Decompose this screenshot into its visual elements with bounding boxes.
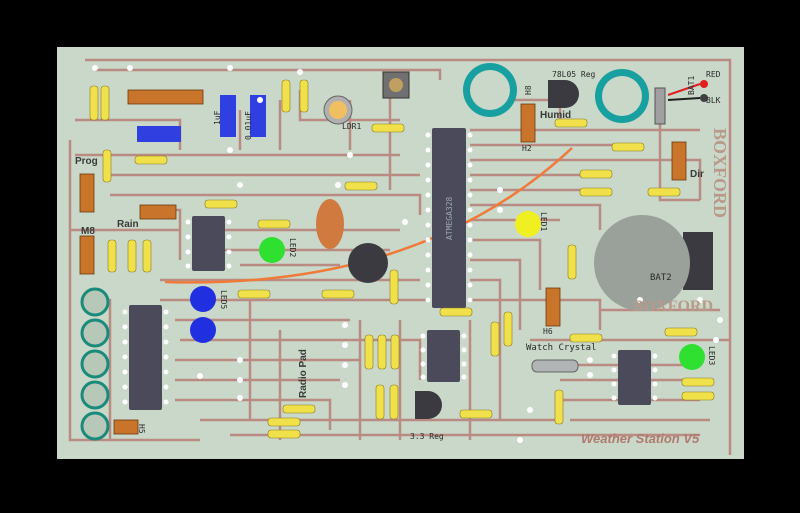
brand-boxford-right: BOXFORD bbox=[710, 128, 730, 218]
label-humid: Humid bbox=[540, 110, 572, 121]
board-title: Weather Station V5 bbox=[581, 431, 700, 446]
label-prog: Prog bbox=[75, 156, 98, 167]
label-rain: Rain bbox=[117, 219, 139, 230]
ldr-sensor bbox=[323, 95, 353, 125]
capacitors bbox=[137, 63, 649, 249]
resistors bbox=[89, 79, 715, 439]
label-bat2: BAT2 bbox=[650, 273, 672, 283]
label-blk: BLK bbox=[706, 96, 721, 105]
label-led1: LED1 bbox=[539, 212, 548, 232]
label-h8: H8 bbox=[524, 85, 533, 95]
copper-traces bbox=[68, 58, 732, 455]
label-led3: LED3 bbox=[707, 346, 716, 366]
label-red: RED bbox=[706, 70, 721, 79]
battery-bat2 bbox=[594, 215, 713, 311]
watch-crystal bbox=[531, 359, 579, 373]
label-h2: H2 bbox=[522, 144, 532, 153]
misc-pads bbox=[92, 65, 723, 443]
label-cap-001uf: 0.01uF bbox=[244, 111, 253, 140]
brand-boxford-center: BOXFORD bbox=[633, 298, 713, 315]
label-dir: Dir bbox=[690, 169, 704, 180]
ic-chips bbox=[129, 216, 651, 410]
leds bbox=[190, 211, 705, 370]
main-microcontroller: ATMEGA328 bbox=[432, 128, 466, 308]
label-ldr1: LDR1 bbox=[342, 122, 362, 131]
label-78l05-reg: 78L05 Reg bbox=[552, 70, 596, 79]
label-cap-1uf: 1uF bbox=[213, 110, 222, 125]
svg-text:ATMEGA328: ATMEGA328 bbox=[445, 196, 454, 240]
mcu-pins bbox=[425, 132, 473, 303]
label-h6: H6 bbox=[543, 327, 553, 336]
label-3v3-reg: 3.3 Reg bbox=[410, 432, 444, 441]
label-radio-pad: Radio Pad bbox=[298, 349, 309, 398]
bat1-wire bbox=[654, 80, 708, 125]
label-m8: M8 bbox=[81, 226, 95, 237]
transistors bbox=[348, 80, 579, 419]
label-led2: LED2 bbox=[288, 238, 297, 258]
ic-pins bbox=[122, 219, 658, 405]
label-bat1: BAT1 bbox=[687, 75, 696, 95]
pushbutton-cap bbox=[389, 78, 403, 92]
label-h5: H5 bbox=[137, 424, 146, 434]
pin-headers bbox=[79, 89, 687, 435]
side-connectors bbox=[80, 287, 110, 441]
flying-wire bbox=[164, 147, 573, 284]
label-led5: LED5 bbox=[219, 290, 228, 310]
label-watch-crystal: Watch Crystal bbox=[526, 343, 597, 353]
